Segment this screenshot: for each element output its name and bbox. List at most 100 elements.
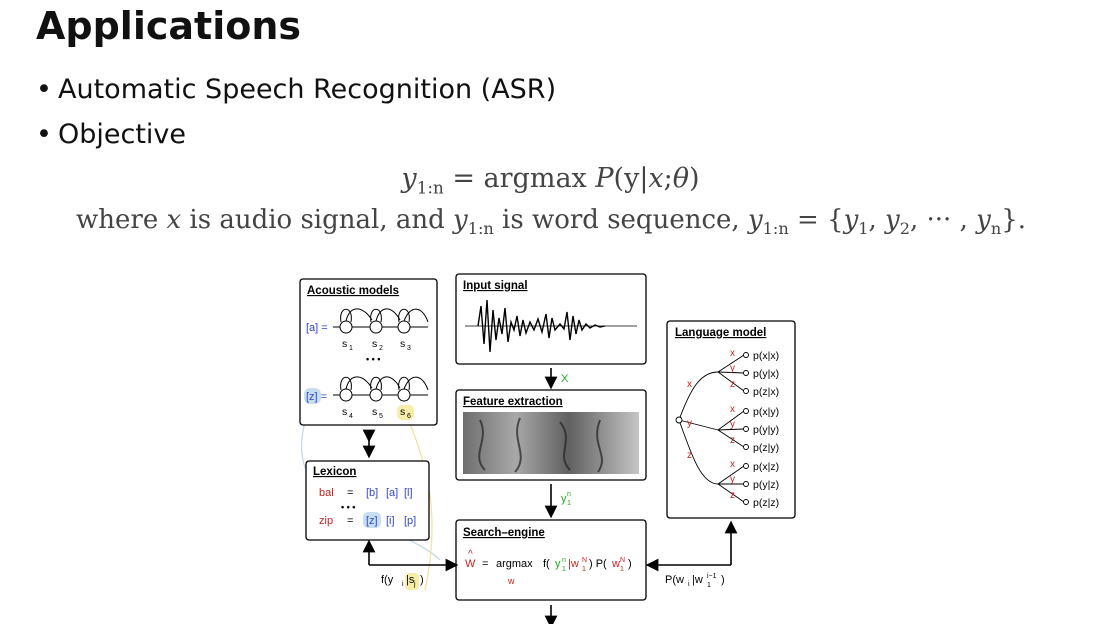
svg-text:s: s [372, 338, 377, 350]
svg-text:p(x|y): p(x|y) [753, 406, 779, 418]
svg-text:1: 1 [349, 345, 353, 352]
input-signal-title: Input signal [463, 280, 528, 292]
svg-text:p(x|z): p(x|z) [753, 461, 779, 473]
svg-text:p(x|x): p(x|x) [753, 350, 779, 362]
svg-text:n: n [562, 557, 566, 564]
svg-text:s: s [372, 406, 377, 418]
svg-text:w: w [611, 558, 620, 570]
svg-text:[a]: [a] [386, 487, 398, 499]
svg-text:[l]: [l] [404, 487, 413, 499]
svg-text:2: 2 [379, 345, 383, 352]
where-clause: where x is audio signal, and y1:n is wor… [76, 205, 1027, 239]
w-hat-symbol: W [465, 558, 476, 570]
svg-text:y: y [730, 363, 735, 374]
acoustic-dots: • • • [366, 354, 380, 364]
lexicon-word-zip: zip [319, 515, 333, 527]
f-label: f(y [381, 574, 394, 586]
svg-text:4: 4 [349, 413, 353, 420]
svg-text:s: s [342, 338, 347, 350]
spectrogram [463, 412, 639, 474]
svg-text:s: s [400, 338, 405, 350]
svg-text:s: s [342, 406, 347, 418]
svg-text:N: N [582, 557, 587, 564]
svg-text:x: x [730, 459, 735, 470]
svg-text:[p]: [p] [404, 515, 416, 527]
search-argmax: argmax [496, 558, 533, 570]
svg-text:6: 6 [407, 413, 411, 420]
page-title: Applications [36, 4, 301, 48]
svg-text:j: j [413, 581, 416, 588]
svg-text:p(y|z): p(y|z) [753, 479, 779, 491]
z-highlight [304, 388, 321, 404]
svg-text:1: 1 [707, 582, 711, 589]
svg-text:z: z [730, 435, 735, 446]
p-label: P(w [665, 574, 684, 586]
bullet-text: Objective [58, 119, 187, 150]
svg-text:N: N [620, 557, 625, 564]
lexicon-bal-phones: [b] [a] [l] [366, 487, 413, 499]
feature-extraction-title: Feature extraction [463, 396, 563, 408]
svg-text:|w: |w [568, 558, 579, 570]
hmm-top [333, 308, 429, 334]
s6-highlight [397, 405, 414, 420]
svg-text:1: 1 [620, 566, 624, 573]
svg-text:i: i [688, 581, 690, 588]
svg-text:y: y [730, 419, 735, 430]
acoustic-z-label: [z] = [306, 391, 327, 403]
lm-probabilities: p(x|x) p(y|x) p(z|x) p(x|y) p(y|y) p(z|y… [753, 350, 779, 509]
svg-text:p(z|z): p(z|z) [753, 497, 779, 509]
svg-text:p(y|y): p(y|y) [753, 424, 779, 436]
svg-text:[i]: [i] [386, 515, 395, 527]
language-model-title: Language model [675, 327, 766, 339]
state-feature-link [405, 413, 433, 591]
acoustic-models-box [299, 278, 438, 426]
bullet-asr: •Automatic Speech Recognition (ASR) [36, 74, 556, 105]
svg-text:s: s [400, 406, 405, 418]
svg-text:|w: |w [692, 574, 703, 586]
lexicon-eq: = [347, 487, 353, 499]
bullet-dot-icon: • [36, 74, 52, 105]
svg-text:1: 1 [582, 566, 586, 573]
y-label: y [561, 493, 567, 505]
svg-text:x: x [730, 404, 735, 415]
search-eq: = [482, 558, 488, 570]
y-sup: n [567, 491, 571, 498]
svg-text:p(z|y): p(z|y) [753, 442, 779, 454]
svg-text:z: z [730, 490, 735, 501]
svg-text:): ) [420, 574, 424, 586]
argmax-sub: w [507, 576, 515, 586]
svg-text:5: 5 [379, 413, 383, 420]
bullet-objective: •Objective [36, 119, 186, 150]
lexicon-title: Lexicon [313, 466, 356, 478]
search-p: ) P( [589, 558, 607, 570]
acoustic-a-label: [a] = [306, 322, 328, 334]
waveform [477, 299, 606, 353]
svg-text:3: 3 [407, 345, 411, 352]
svg-text:1: 1 [562, 566, 566, 573]
svg-text:y: y [730, 474, 735, 485]
input-signal-box [455, 273, 647, 365]
svg-text:p(y|x): p(y|x) [753, 368, 779, 380]
svg-text:x: x [730, 348, 735, 359]
svg-text:|s: |s [406, 574, 415, 586]
svg-text:x: x [687, 379, 692, 390]
x-label: X [561, 373, 569, 385]
lexicon-eq: = [347, 515, 353, 527]
hmm-bottom [333, 376, 429, 402]
svg-text:): ) [721, 574, 725, 586]
svg-text:i−1: i−1 [707, 573, 717, 580]
objective-equation: y1:n = argmax P(y|x;θ) [401, 163, 700, 198]
svg-text:p(z|x): p(z|x) [753, 386, 779, 398]
lm-tree [678, 354, 745, 503]
svg-text:[z]: [z] [366, 515, 378, 527]
w-hat: ^ [468, 549, 473, 560]
lexicon-zip-phones: [z] [i] [p] [366, 515, 416, 527]
acoustic-models-title: Acoustic models [307, 285, 399, 297]
y-sub: 1 [567, 500, 571, 507]
search-y: y [555, 558, 561, 570]
search-engine-title: Search–engine [463, 527, 545, 539]
svg-text:[b]: [b] [366, 487, 378, 499]
lexicon-word-bal: bal [319, 487, 334, 499]
lexicon-z-highlight [363, 512, 381, 528]
